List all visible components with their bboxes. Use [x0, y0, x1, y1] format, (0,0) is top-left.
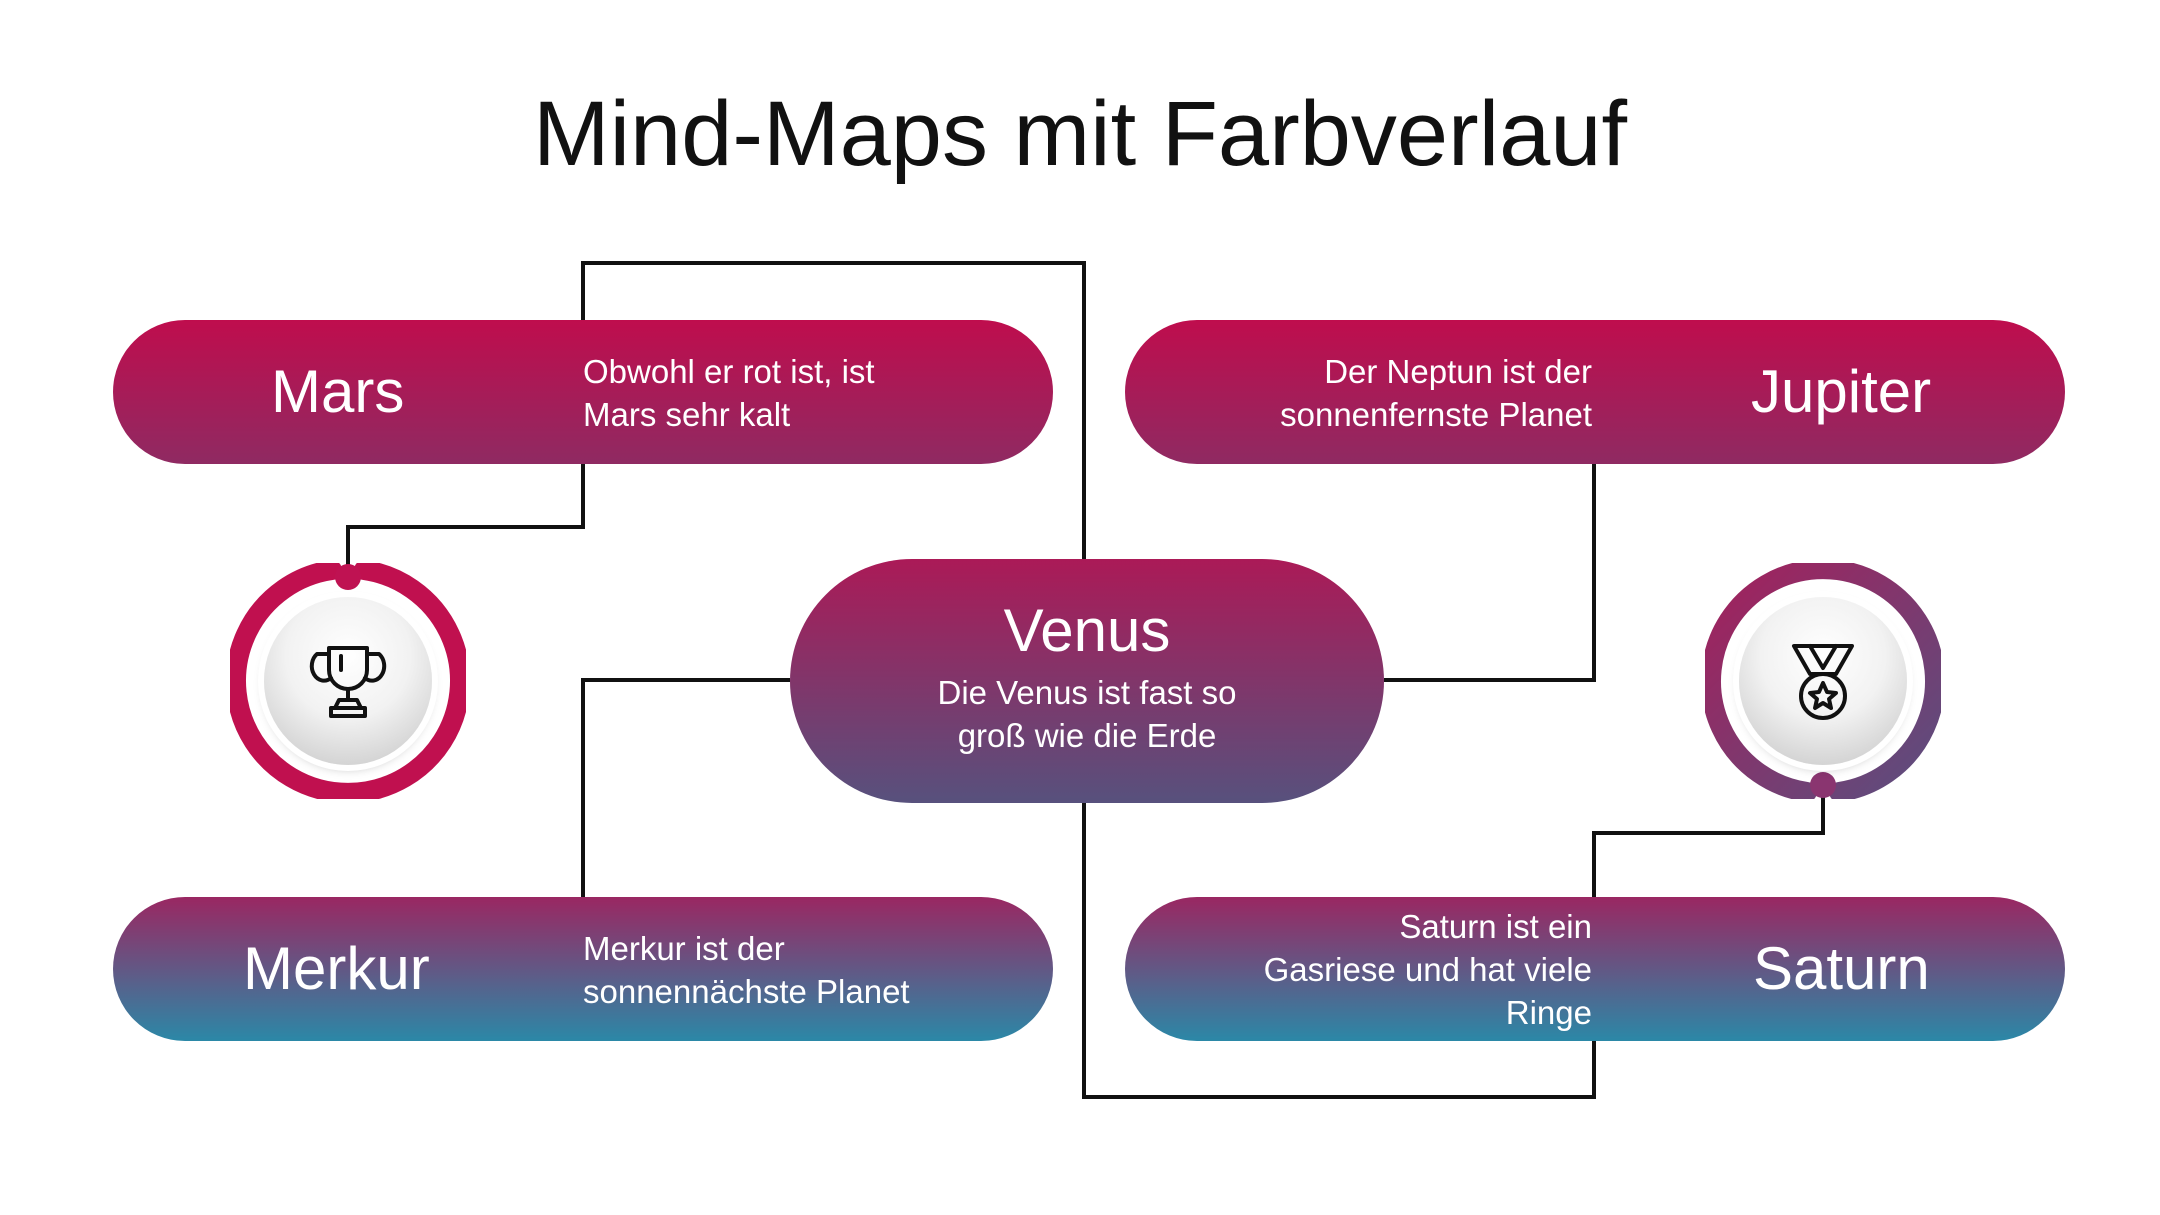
- medal-icon: [1792, 644, 1854, 720]
- trophy-badge-ring: [230, 563, 466, 799]
- connector-venus-jupiter: [1384, 464, 1596, 682]
- page-title: Mind-Maps mit Farbverlauf: [532, 83, 1628, 185]
- node-merkur: Merkur Merkur ist der sonnennächste Plan…: [113, 897, 1053, 1041]
- node-jupiter-title: Jupiter: [1751, 358, 1932, 425]
- node-venus-title: Venus: [1003, 597, 1171, 664]
- trophy-badge-disc: [264, 597, 432, 765]
- node-merkur-description: Merkur ist der sonnennächste Planet: [583, 930, 910, 1010]
- connector-venus-saturn: [1082, 803, 1596, 1099]
- node-saturn: Saturn ist ein Gasriese und hat viele Ri…: [1125, 897, 2065, 1041]
- connector-mars-venus: [581, 261, 1086, 559]
- node-venus: Venus Die Venus ist fast so groß wie die…: [790, 559, 1384, 803]
- node-merkur-title: Merkur: [243, 935, 430, 1002]
- connector-mars-badge: [346, 464, 585, 568]
- node-mars-title: Mars: [271, 358, 405, 425]
- connector-venus-merkur: [581, 678, 790, 897]
- node-saturn-title: Saturn: [1753, 935, 1930, 1002]
- trophy-badge: [230, 563, 466, 799]
- node-jupiter: Der Neptun ist der sonnenfernste Planet …: [1125, 320, 2065, 464]
- trophy-icon: [309, 646, 387, 718]
- connector-saturn-badge: [1592, 797, 1825, 897]
- node-venus-description: Die Venus ist fast so groß wie die Erde: [937, 674, 1237, 754]
- medal-badge: [1705, 563, 1941, 799]
- node-jupiter-description: Der Neptun ist der sonnenfernste Planet: [1280, 353, 1592, 433]
- node-mars: Mars Obwohl er rot ist, ist Mars sehr ka…: [113, 320, 1053, 464]
- medal-badge-ring: [1705, 563, 1941, 799]
- node-mars-description: Obwohl er rot ist, ist Mars sehr kalt: [583, 353, 875, 433]
- node-saturn-description: Saturn ist ein Gasriese und hat viele Ri…: [1263, 908, 1592, 1031]
